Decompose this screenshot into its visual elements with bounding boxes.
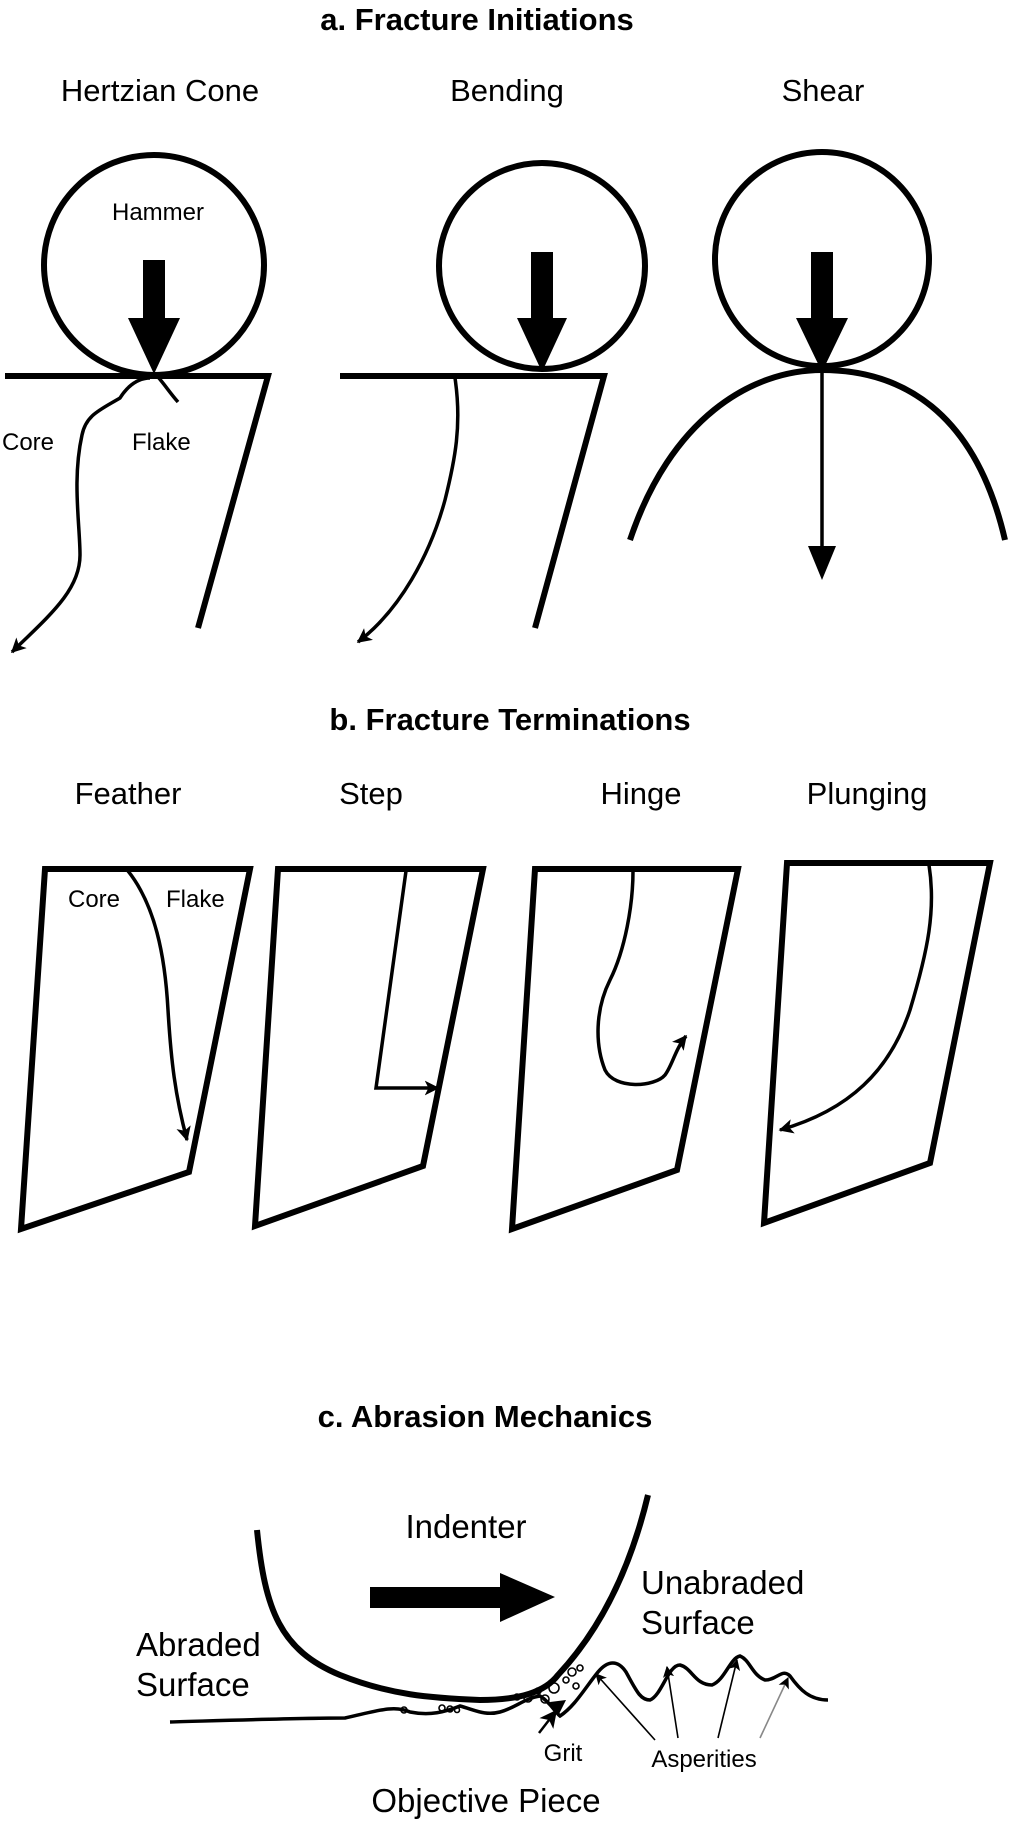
grit-particle [562,1676,570,1684]
panel-c-title: c. Abrasion Mechanics [318,1399,653,1434]
flake-label: Flake [166,886,225,913]
asperity-arrow [759,1676,789,1739]
label-hertzian-cone: Hertzian Cone [61,73,259,108]
label-shear: Shear [782,73,865,108]
asperity-arrow [717,1658,741,1739]
force-arrow-shaft [811,252,833,320]
cone-fracture-flake-side [156,375,180,404]
indenter-label: Indenter [405,1508,526,1545]
core-block-outline [760,860,994,1228]
grit-particle [453,1706,461,1714]
grit-particle [540,1694,550,1704]
hertzian-cone-diagram: Hammer Core Flake [2,152,272,654]
grit-particle [576,1664,584,1672]
force-arrow-head [517,318,567,372]
step-termination [251,866,487,1231]
plunging-fracture-path [778,864,934,1134]
cone-fracture-core-side [10,376,151,654]
unabraded-surface-label-line1: Unabraded [641,1564,804,1601]
grit-particle [513,1693,521,1701]
plunging-termination [760,860,994,1228]
flake-label: Flake [132,429,191,456]
label-hinge: Hinge [601,776,682,811]
core-label: Core [68,886,120,913]
unabraded-surface-label-line2: Surface [641,1604,755,1641]
grit-particles [400,1664,584,1714]
hammer-label: Hammer [112,199,204,226]
grit-particle [548,1682,560,1694]
bending-fracture-path [356,377,460,644]
panel-a-fracture-initiations: a. Fracture Initiations Hertzian Cone Be… [2,2,1008,654]
label-feather: Feather [75,776,182,811]
core-block-outline [5,373,272,629]
abraded-surface-label-line2: Surface [136,1666,250,1703]
shear-fracture-arrowhead [808,546,836,580]
force-arrow-head [796,318,848,372]
core-block-outline [508,866,742,1234]
abraded-surface-label-line1: Abraded [136,1626,261,1663]
core-block-outline [251,866,487,1231]
feather-termination: Core Flake [17,866,254,1234]
force-arrow-shaft [531,252,553,320]
grit-particle [572,1682,580,1690]
grit-particle [567,1667,577,1677]
asperity-arrow [663,1665,679,1739]
panel-c-abrasion-mechanics: c. Abrasion Mechanics Indenter Grit [136,1399,829,1819]
panel-b-title: b. Fracture Terminations [329,702,690,737]
core-block-outline [17,866,254,1234]
core-label: Core [2,429,54,456]
grit-label: Grit [544,1740,583,1767]
grit-particle [438,1704,446,1712]
grit-arrow-head [550,1700,566,1716]
core-block-outline [340,373,608,629]
feather-fracture-path [126,869,191,1142]
label-bending: Bending [450,73,564,108]
objective-piece-label: Objective Piece [371,1782,600,1819]
hinge-fracture-path [596,870,688,1087]
asperity-arrow [595,1673,656,1741]
grit-particle [446,1705,454,1713]
motion-arrow-head [500,1573,555,1622]
panel-a-title: a. Fracture Initiations [320,2,634,37]
panel-b-fracture-terminations: b. Fracture Terminations Feather Step Hi… [17,702,994,1234]
shear-diagram [627,149,1008,580]
step-fracture-path [373,870,440,1096]
grit-particle [534,1687,542,1695]
shear-surface-curve [627,366,1008,541]
label-step: Step [339,776,403,811]
indenter-outline [254,1494,651,1704]
hinge-termination [508,866,742,1234]
motion-arrow-shaft [370,1587,505,1608]
grit-particle [400,1706,408,1714]
force-arrow-head [128,318,180,374]
force-arrow-shaft [143,260,165,320]
asperity-pointers [595,1658,789,1741]
label-plunging: Plunging [807,776,928,811]
bending-diagram [340,160,648,644]
grit-particle [523,1693,533,1703]
objective-piece-surface [169,1654,829,1724]
asperities-label: Asperities [651,1746,756,1773]
grit-pointer-arrow [538,1709,558,1734]
